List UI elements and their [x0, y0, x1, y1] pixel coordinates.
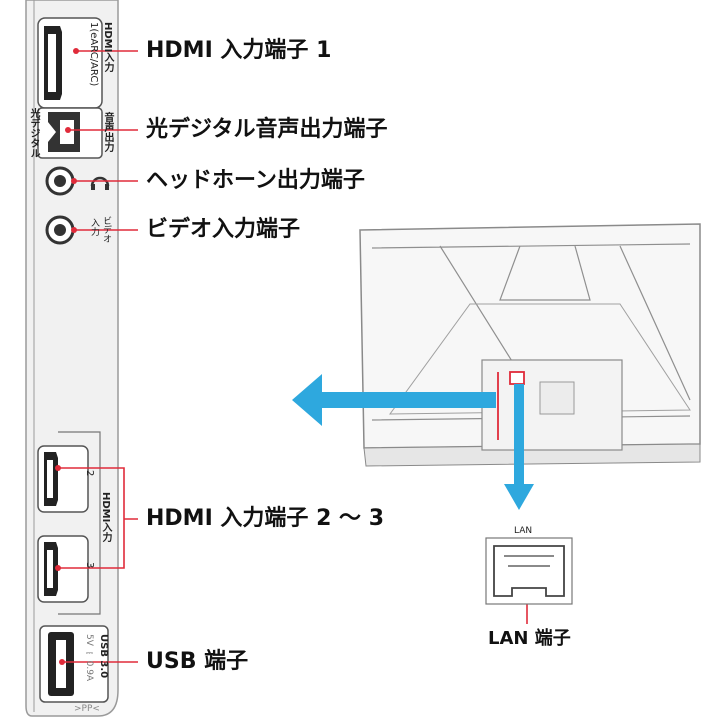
callout-hdmi1: HDMI 入力端子 1 — [146, 38, 332, 63]
tv-rear-view — [359, 223, 701, 467]
callout-video: ビデオ入力端子 — [146, 217, 301, 242]
lan-port-icon — [493, 545, 565, 597]
panel-label-usb: USB 3.0 — [98, 634, 109, 679]
terminal-panel — [25, 0, 119, 717]
callout-headphone: ヘッドホーン出力端子 — [146, 168, 365, 193]
callout-usb: USB 端子 — [146, 649, 249, 674]
panel-bottom-mark: >PP< — [74, 704, 100, 714]
panel-label-optical-sub: 光デジタル — [28, 108, 39, 158]
callout-optical: 光デジタル音声出力端子 — [146, 117, 388, 142]
panel-label-video: ビデオ — [101, 216, 111, 243]
tv-inner-trapezoid — [389, 303, 691, 415]
arrow-to-lan — [504, 384, 534, 510]
panel-label-video-sub: 入力 — [89, 218, 99, 236]
headphones-icon — [90, 176, 110, 187]
panel-label-hdmi-group: HDMI入力 — [100, 492, 111, 543]
leader-hdmi23 — [58, 467, 138, 569]
arrow-to-side-panel — [292, 374, 496, 426]
panel-label-hdmi1: HDMI入力 — [102, 22, 113, 73]
panel-label-optical: 音声出力 — [102, 112, 113, 152]
tv-lan-highlight — [509, 371, 525, 385]
panel-label-hdmi1-sub: 1(eARC/ARC) — [88, 22, 99, 87]
leader-lines — [58, 50, 528, 663]
blue-arrows — [292, 374, 534, 510]
lan-box-frame — [485, 537, 573, 605]
callout-hdmi23: HDMI 入力端子 2 ～ 3 — [146, 506, 385, 531]
lan-box-label: LAN — [514, 526, 533, 536]
callout-lan: LAN 端子 — [488, 628, 571, 649]
tv-vent-grid — [539, 381, 575, 415]
panel-label-usb-power: 5V ⎓ 0.9A — [84, 634, 94, 682]
tv-frame-cross — [371, 243, 691, 421]
panel-label-hdmi2: 2 — [84, 470, 95, 477]
lan-port-box — [485, 537, 573, 605]
panel-label-hdmi3: 3 — [84, 562, 95, 569]
hdmi-group-bracket — [58, 431, 101, 615]
